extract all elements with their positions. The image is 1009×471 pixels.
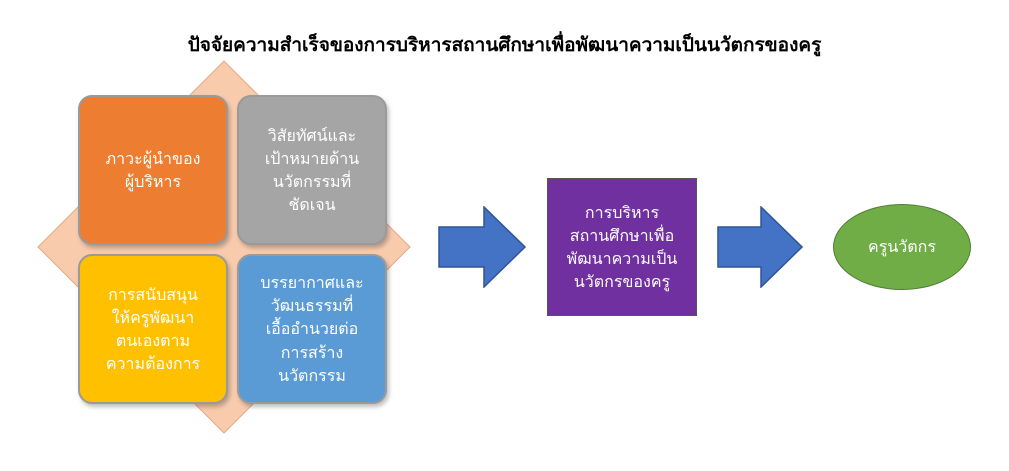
arrow-right-icon <box>717 206 803 288</box>
factor-box-culture: บรรยากาศและ วัฒนธรรมที่ เอื้ออำนวยต่อ กา… <box>237 254 387 404</box>
factor-box-vision: วิสัยทัศน์และ เป้าหมายด้าน นวัตกรรมที่ ช… <box>237 95 387 245</box>
arrow-right-icon <box>438 206 526 288</box>
factor-box-support: การสนับสนุน ให้ครูพัฒนา ตนเองตาม ความต้อ… <box>78 254 228 404</box>
diagram-title: ปัจจัยความสำเร็จของการบริหารสถานศึกษาเพื… <box>187 34 822 56</box>
factor-box-leadership: ภาวะผู้นำของ ผู้บริหาร <box>78 95 228 245</box>
result-ellipse: ครูนวัตกร <box>833 204 971 290</box>
process-box: การบริหาร สถานศึกษาเพื่อ พัฒนาความเป็น น… <box>547 178 697 316</box>
